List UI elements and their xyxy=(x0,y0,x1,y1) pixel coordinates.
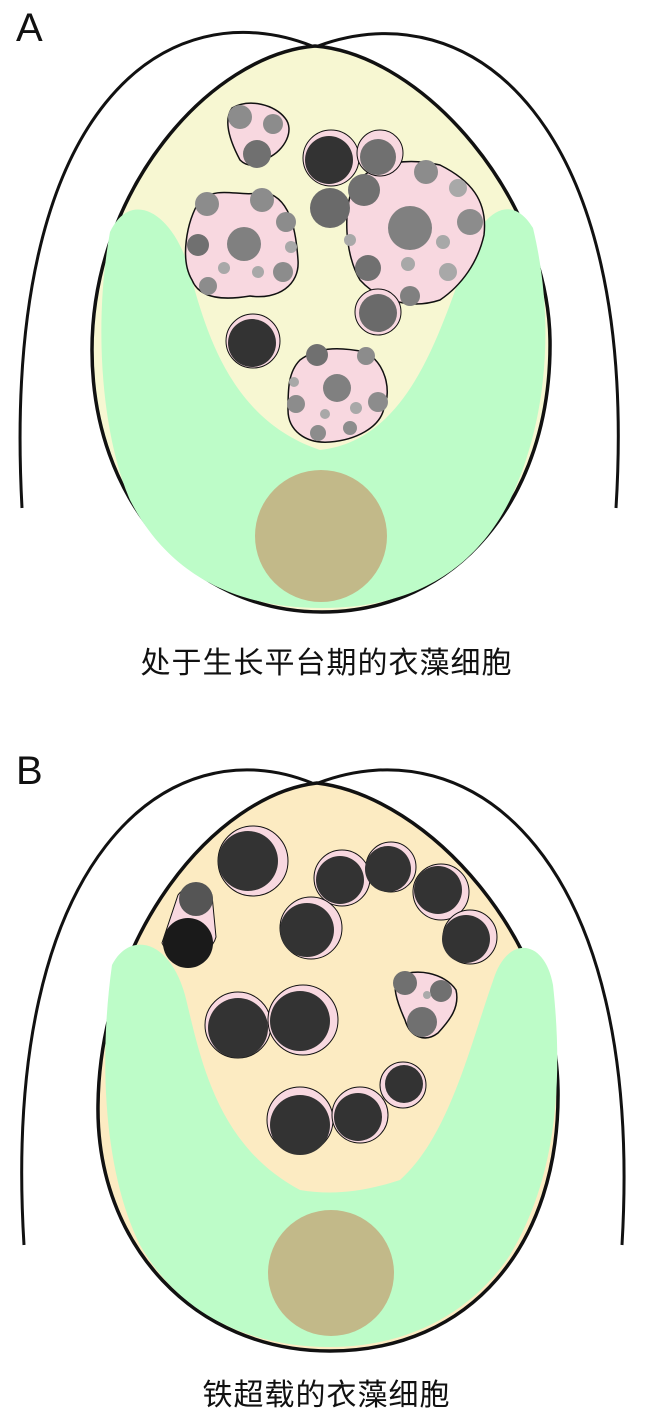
granule-5 xyxy=(442,909,498,965)
granule-5 xyxy=(225,313,281,369)
granule-2 xyxy=(313,849,371,907)
granule-10 xyxy=(266,1086,334,1155)
panel-a: A xyxy=(0,0,653,700)
panel-label: B xyxy=(16,749,43,793)
panel-b: B 铁 xyxy=(0,715,653,1415)
granule-4 xyxy=(412,863,470,921)
vacuole-small xyxy=(393,971,458,1039)
caption: 铁超载的衣藻细胞 xyxy=(202,1378,451,1413)
cell-diagram-b xyxy=(20,768,626,1353)
vacuole-2 xyxy=(184,188,299,299)
flagellum-left xyxy=(18,31,313,509)
granule-9 xyxy=(379,1061,427,1109)
granule-3 xyxy=(310,188,350,228)
caption: 处于生长平台期的衣藻细胞 xyxy=(140,646,513,681)
granule-pair-1 xyxy=(161,882,217,968)
granule-11 xyxy=(331,1086,389,1144)
vacuole-4 xyxy=(287,344,388,443)
flagellum-right xyxy=(317,32,620,509)
panel-label: A xyxy=(16,6,43,50)
chloroplast xyxy=(101,209,546,608)
pyrenoid xyxy=(255,470,387,602)
flagellum-right xyxy=(317,768,626,1246)
granule-7 xyxy=(204,991,272,1059)
granule-1 xyxy=(302,129,360,187)
granule-6 xyxy=(279,896,343,960)
granule-4 xyxy=(354,288,402,336)
flagellum-left xyxy=(20,768,313,1246)
granule-1 xyxy=(217,825,289,897)
vacuole-3 xyxy=(344,160,486,306)
chloroplast xyxy=(105,944,558,1347)
pyrenoid xyxy=(268,1210,394,1336)
cell-diagram-a xyxy=(18,31,620,614)
vacuole-1 xyxy=(227,102,290,168)
granule-3 xyxy=(365,841,417,893)
granule-8 xyxy=(267,984,339,1056)
granule-2 xyxy=(356,129,404,177)
